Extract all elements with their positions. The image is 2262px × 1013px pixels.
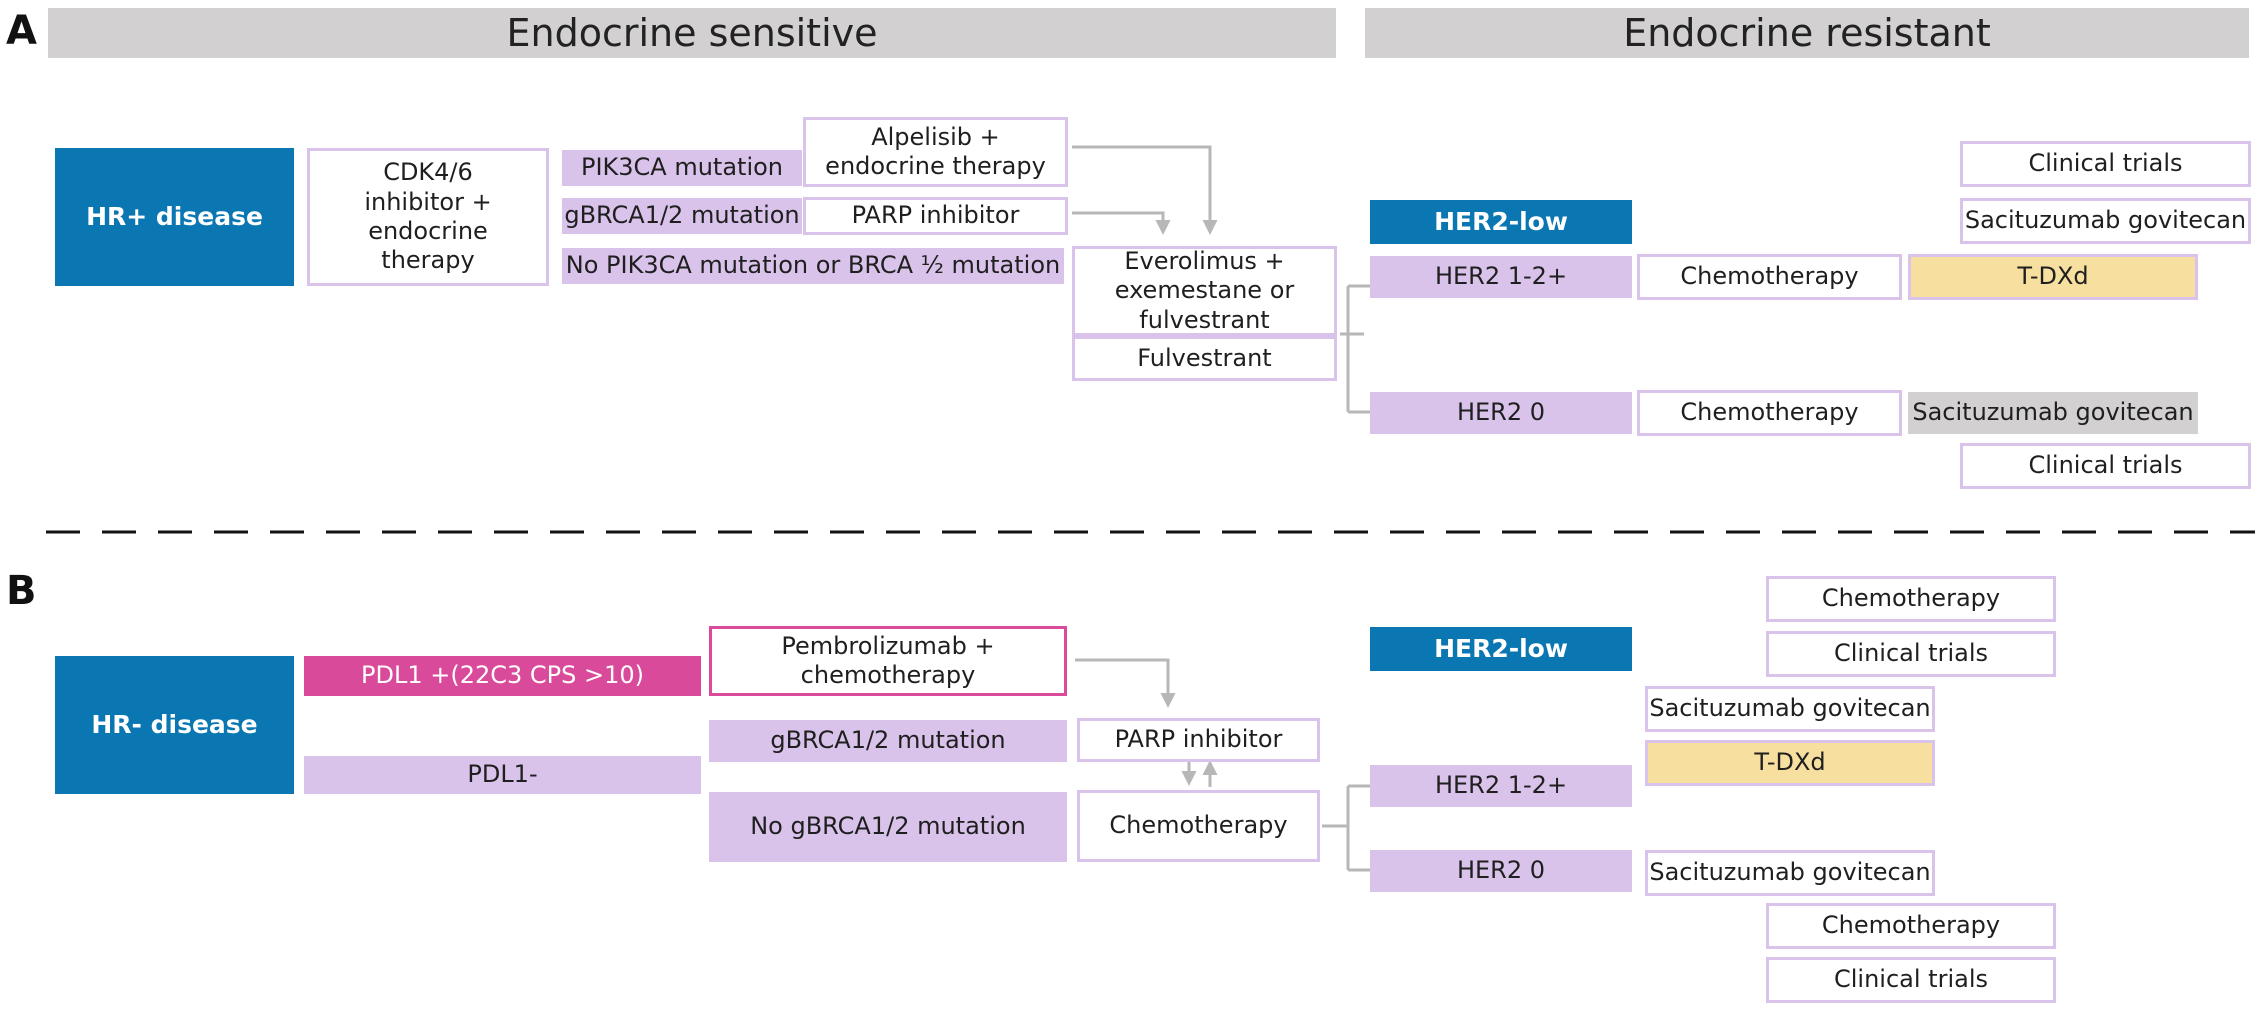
arrow-pembro-to-parp bbox=[1075, 658, 1176, 708]
gbrca-mutation-label: gBRCA1/2 mutation bbox=[562, 198, 802, 234]
arrow-parp-to-everolimus bbox=[1072, 211, 1171, 235]
pdl1-negative-label: PDL1- bbox=[304, 756, 701, 794]
her2-0-label-a: HER2 0 bbox=[1370, 392, 1632, 434]
chemotherapy-box-a1: Chemotherapy bbox=[1637, 254, 1902, 300]
sacituzumab-box-b1: Sacituzumab govitecan bbox=[1645, 686, 1935, 732]
parp-inhibitor-box: PARP inhibitor bbox=[803, 197, 1068, 235]
gbrca-mutation-label-b: gBRCA1/2 mutation bbox=[709, 720, 1067, 762]
sacituzumab-box-a1: Sacituzumab govitecan bbox=[1960, 198, 2251, 244]
panel-b-letter: B bbox=[6, 568, 37, 614]
her2-1-2-plus-label-a: HER2 1-2+ bbox=[1370, 256, 1632, 298]
her2-low-header-a: HER2-low bbox=[1370, 200, 1632, 244]
clinical-trials-box-a1: Clinical trials bbox=[1960, 141, 2251, 187]
header-endocrine-resistant: Endocrine resistant bbox=[1365, 8, 2249, 58]
clinical-trials-box-a2: Clinical trials bbox=[1960, 443, 2251, 489]
sacituzumab-box-a2: Sacituzumab govitecan bbox=[1908, 392, 2198, 434]
fulvestrant-box: Fulvestrant bbox=[1072, 336, 1337, 381]
hr-positive-disease-box: HR+ disease bbox=[55, 148, 294, 286]
chemotherapy-box-b-top: Chemotherapy bbox=[1766, 576, 2056, 622]
no-gbrca-mutation-label: No gBRCA1/2 mutation bbox=[709, 792, 1067, 862]
tdxd-box-b: T-DXd bbox=[1645, 740, 1935, 786]
her2-1-2-plus-label-b: HER2 1-2+ bbox=[1370, 765, 1632, 807]
bracket-chemo-to-her2 bbox=[1322, 784, 1370, 872]
clinical-trials-box-b-bottom: Clinical trials bbox=[1766, 957, 2056, 1003]
alpelisib-box: Alpelisib + endocrine therapy bbox=[803, 117, 1068, 187]
pdl1-positive-label: PDL1 +(22C3 CPS >10) bbox=[304, 656, 701, 696]
hr-negative-disease-box: HR- disease bbox=[55, 656, 294, 794]
pembrolizumab-box: Pembrolizumab + chemotherapy bbox=[709, 626, 1067, 696]
chemotherapy-box-b-bottom: Chemotherapy bbox=[1766, 903, 2056, 949]
cdk46-inhibitor-box: CDK4/6 inhibitor + endocrine therapy bbox=[307, 148, 549, 286]
tdxd-box-a: T-DXd bbox=[1908, 254, 2198, 300]
panel-a-letter: A bbox=[6, 8, 37, 54]
her2-0-label-b: HER2 0 bbox=[1370, 850, 1632, 892]
chemotherapy-box-a2: Chemotherapy bbox=[1637, 390, 1902, 436]
bracket-fulvestrant-to-her2 bbox=[1340, 284, 1370, 414]
everolimus-box: Everolimus + exemestane or fulvestrant bbox=[1072, 246, 1337, 336]
no-mutation-label: No PIK3CA mutation or BRCA ½ mutation bbox=[562, 248, 1064, 284]
clinical-trials-box-b-top: Clinical trials bbox=[1766, 631, 2056, 677]
parp-inhibitor-box-b: PARP inhibitor bbox=[1077, 718, 1320, 762]
chemotherapy-box-b: Chemotherapy bbox=[1077, 790, 1320, 862]
pik3ca-mutation-label: PIK3CA mutation bbox=[562, 150, 802, 186]
her2-low-header-b: HER2-low bbox=[1370, 627, 1632, 671]
arrow-alpelisib-to-everolimus bbox=[1072, 145, 1218, 235]
header-endocrine-sensitive: Endocrine sensitive bbox=[48, 8, 1336, 58]
sacituzumab-box-b2: Sacituzumab govitecan bbox=[1645, 850, 1935, 896]
